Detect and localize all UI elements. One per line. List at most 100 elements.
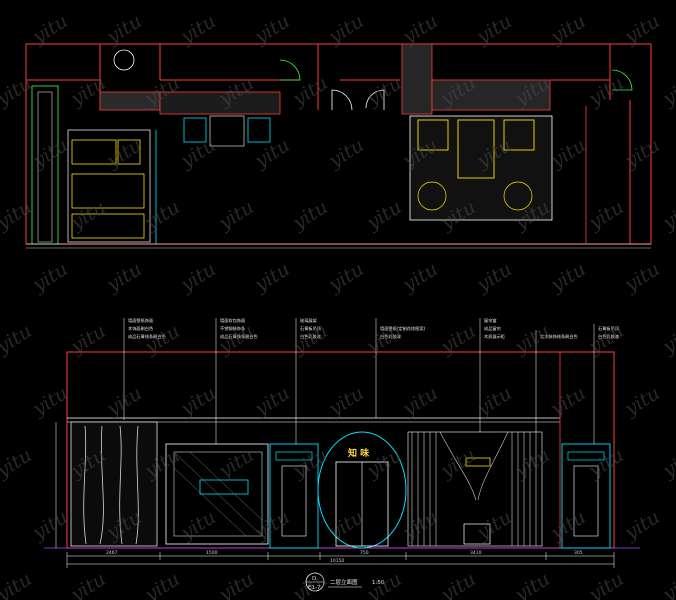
watermark-text: yitu (324, 10, 368, 49)
watermark-text: yitu (510, 444, 554, 483)
watermark-text: yitu (176, 10, 220, 49)
watermark-text: yitu (250, 258, 294, 297)
watermark-text: yitu (510, 568, 554, 600)
watermark-text: yitu (0, 320, 36, 359)
watermark-text: yitu (28, 382, 72, 421)
svg-text:木饰面刷白色: 木饰面刷白色 (128, 325, 154, 332)
svg-text:3410: 3410 (470, 550, 482, 556)
watermark-text: yitu (140, 196, 184, 235)
watermark-text: yitu (510, 320, 554, 359)
watermark-text: yitu (28, 134, 72, 173)
svg-text:10150: 10150 (330, 558, 344, 564)
floor-plan (25, 43, 652, 249)
plan-sofa (503, 119, 535, 151)
svg-text:石膏板吊顶: 石膏板吊顶 (598, 325, 620, 332)
plan-column-hatch-4 (431, 79, 551, 111)
watermark-text: yitu (546, 506, 590, 545)
callout-group-4: 墙面壁纸(定制花纹图案) 白色乳胶漆 (380, 325, 426, 340)
watermark-text: yitu (250, 10, 294, 49)
watermark-text: yitu (288, 196, 332, 235)
svg-text:白色乳胶漆: 白色乳胶漆 (300, 333, 321, 340)
watermark-text: yitu (658, 72, 676, 111)
watermark-text: yitu (584, 444, 628, 483)
callout-group-2: 墙面软包饰面 不锈钢装饰条 成品石膏线条刷白色 (220, 317, 259, 340)
callout-group-3: 玻璃展架 石膏板吊顶 白色乳胶漆 (300, 317, 322, 340)
plan-door-2 (331, 89, 353, 111)
dimension-chain: 2467 1500 750 3410 305 10150 (66, 550, 615, 568)
watermark-text: yitu (546, 10, 590, 49)
watermark-text: yitu (250, 382, 294, 421)
watermark-text: yitu (66, 320, 110, 359)
sheet-number-top: D (312, 576, 316, 582)
watermark-text: yitu (0, 444, 36, 483)
plan-sofa (417, 119, 449, 151)
watermark-text: yitu (658, 196, 676, 235)
svg-text:成品石膏线条刷白色: 成品石膏线条刷白色 (220, 333, 259, 340)
watermark-text: yitu (546, 134, 590, 173)
watermark-text: yitu (398, 382, 442, 421)
watermark-text: yitu (362, 196, 406, 235)
plan-plant-left (417, 181, 447, 211)
drawing-title-block: D E1-7 二层立面图 1:50 (305, 572, 385, 592)
svg-text:不锈钢装饰条: 不锈钢装饰条 (220, 325, 246, 332)
plan-rug (409, 115, 553, 221)
curtain-area (407, 431, 543, 547)
pendant-lamp (465, 457, 491, 467)
watermark-text: yitu (66, 568, 110, 600)
watermark-text: yitu (472, 10, 516, 49)
watermark-text: yitu (324, 134, 368, 173)
plan-coffee-table (457, 119, 495, 179)
plan-round-emblem (113, 49, 135, 71)
svg-text:305: 305 (574, 550, 583, 556)
cabinet-right (561, 443, 611, 549)
plan-door-3 (611, 69, 633, 91)
plan-chair (247, 117, 271, 143)
watermark-text: yitu (546, 382, 590, 421)
plan-column-hatch-2 (159, 91, 281, 115)
plan-chair (183, 117, 207, 143)
svg-text:石膏板吊顶: 石膏板吊顶 (300, 325, 322, 332)
watermark-text: yitu (176, 382, 220, 421)
watermark-text: yitu (584, 72, 628, 111)
moon-gate-arch (317, 431, 407, 549)
watermark-text: yitu (0, 196, 36, 235)
watermark-text: yitu (66, 196, 110, 235)
watermark-text: yitu (472, 382, 516, 421)
watermark-text: yitu (0, 568, 36, 600)
watermark-text: yitu (102, 10, 146, 49)
watermark-text: yitu (102, 258, 146, 297)
callout-group-6: 实木装饰线条刷白色 (540, 333, 579, 340)
watermark-text: yitu (620, 382, 664, 421)
svg-text:玻璃展架: 玻璃展架 (300, 317, 317, 324)
svg-text:2467: 2467 (106, 550, 118, 556)
sheet-number-bottom: E1-7 (308, 585, 321, 591)
drawing-scale: 1:50 (372, 580, 385, 586)
watermark-text: yitu (176, 506, 220, 545)
watermark-text: yitu (584, 320, 628, 359)
watermark-text: yitu (288, 444, 332, 483)
svg-text:墙面壁纸饰面: 墙面壁纸饰面 (128, 317, 153, 324)
drawing-title: 二层立面图 (330, 578, 358, 586)
watermark-text: yitu (584, 568, 628, 600)
svg-text:成品窗帘: 成品窗帘 (484, 325, 501, 332)
watermark-text: yitu (28, 10, 72, 49)
callout-group-5: 窗帘盒 成品窗帘 木质展示柜 (484, 317, 505, 340)
watermark-text: yitu (546, 258, 590, 297)
watermark-text: yitu (584, 196, 628, 235)
elevation-view: 知 味 墙面壁纸饰面 木饰面刷白色 成品石膏线条刷白色 (44, 317, 640, 568)
plan-plant-right (503, 181, 533, 211)
svg-text:白色乳胶漆: 白色乳胶漆 (598, 333, 619, 340)
watermark-text: yitu (398, 258, 442, 297)
watermark-text: yitu (620, 134, 664, 173)
mirror-panel (165, 443, 269, 545)
watermark-text: yitu (436, 568, 480, 600)
svg-text:白色乳胶漆: 白色乳胶漆 (380, 333, 401, 340)
watermark-text: yitu (398, 506, 442, 545)
watermark-text: yitu (176, 258, 220, 297)
svg-text:木质展示柜: 木质展示柜 (484, 333, 505, 340)
watermark-text: yitu (214, 444, 258, 483)
watermark-text: yitu (288, 320, 332, 359)
watermark-text: yitu (472, 506, 516, 545)
svg-text:墙面壁纸(定制花纹图案): 墙面壁纸(定制花纹图案) (380, 325, 426, 332)
